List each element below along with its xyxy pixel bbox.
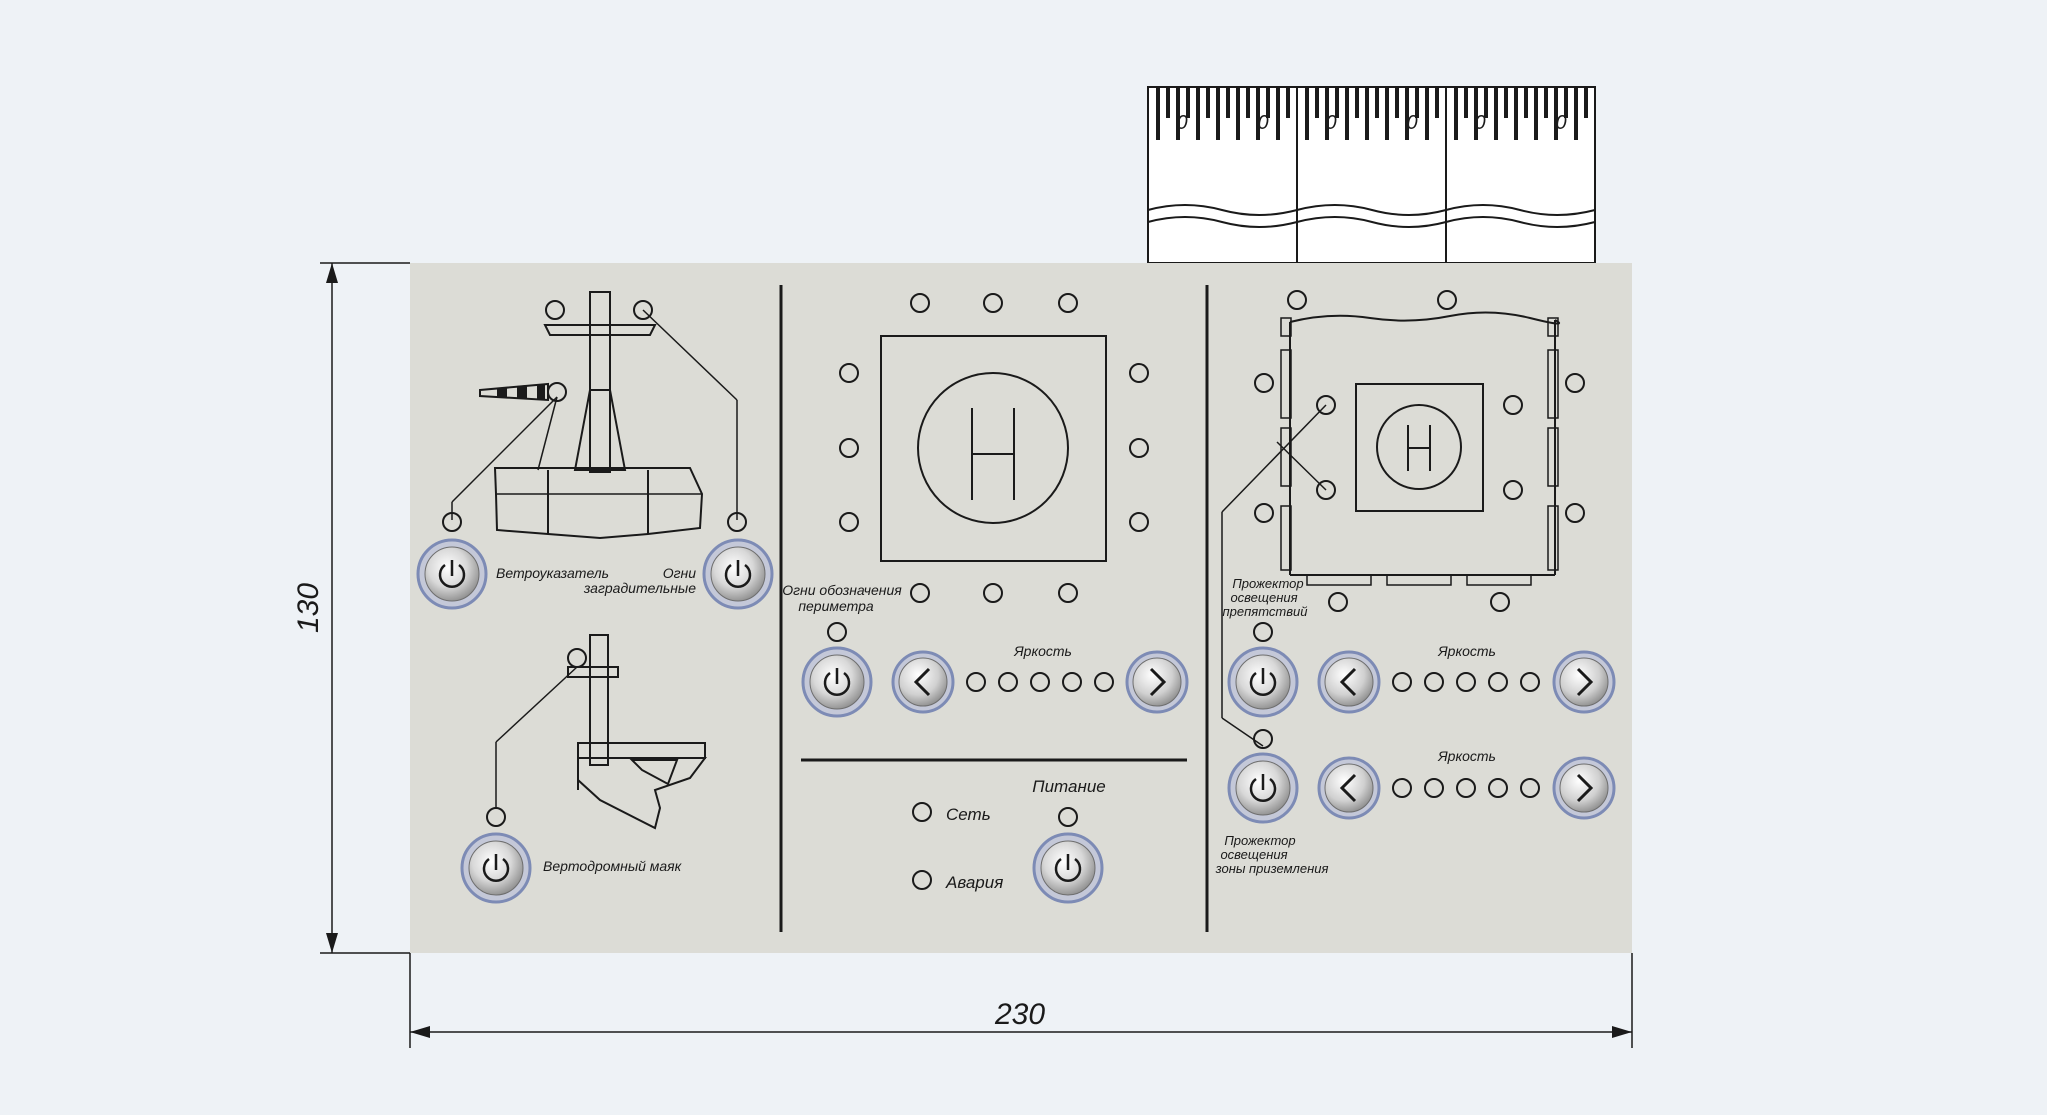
windsock-label: Ветроуказатель — [496, 565, 609, 581]
counter-digit: 0 — [1325, 112, 1336, 134]
perimeter-lights-label: Огни обозначения — [782, 582, 902, 598]
counter-digit: 0 — [1474, 112, 1485, 134]
perimeter-lights-label: периметра — [798, 598, 874, 614]
width-dimension: 230 — [994, 998, 1045, 1031]
alarm-label: Авария — [945, 873, 1003, 892]
obstacle-projector-label: препятствий — [1223, 604, 1308, 619]
power-indicator — [1058, 807, 1078, 827]
landing-projector-indicator — [1253, 729, 1273, 749]
windsock-mast-illustration — [451, 291, 738, 540]
obstacle-lights-indicator — [727, 512, 747, 532]
obstacle-light-indicator — [633, 300, 653, 320]
perimeter-brightness-up-button[interactable] — [1125, 650, 1189, 714]
counter-digit: 0 — [1257, 112, 1268, 134]
obstacle-brightness-scale — [1392, 672, 1540, 692]
landing-projector-knob[interactable] — [1227, 752, 1299, 824]
perimeter-lights — [839, 293, 1149, 603]
network-label: Сеть — [946, 805, 991, 824]
power-label: Питание — [1032, 777, 1105, 796]
counter-digit: 0 — [1176, 112, 1187, 134]
obstacle-light-indicator — [545, 300, 565, 320]
alarm-indicator — [912, 870, 932, 890]
dimension-lines — [320, 262, 1633, 1048]
beacon-indicator — [486, 807, 506, 827]
landing-brightness-up-button[interactable] — [1552, 756, 1616, 820]
helipad-diagram — [880, 335, 1107, 562]
obstacle-projector-label: Прожектор — [1232, 576, 1303, 591]
beacon-label: Вертодромный маяк — [543, 858, 683, 874]
panel-face — [410, 263, 1632, 953]
landing-brightness-scale — [1392, 778, 1540, 798]
beacon-power-knob[interactable] — [460, 832, 532, 904]
counter-digit: 0 — [1555, 112, 1566, 134]
obstacle-brightness-down-button[interactable] — [1317, 650, 1381, 714]
landing-brightness-label: Яркость — [1437, 748, 1496, 764]
obstacle-lights-power-knob[interactable] — [702, 538, 774, 610]
platform-lights — [1254, 290, 1585, 612]
perimeter-indicator — [827, 622, 847, 642]
counter-digit: 0 — [1406, 112, 1417, 134]
mechanical-counter: 0 0 0 0 0 0 — [1147, 86, 1596, 264]
obstacle-projector-label: освещения — [1230, 590, 1297, 605]
landing-projector-label: зоны приземления — [1215, 861, 1329, 876]
windsock-power-knob[interactable] — [416, 538, 488, 610]
obstacle-brightness-label: Яркость — [1437, 643, 1496, 659]
beacon-light-indicator — [567, 648, 587, 668]
obstacle-lights-label: заградительные — [583, 580, 696, 596]
obstacle-projector-knob[interactable] — [1227, 646, 1299, 718]
network-indicator — [912, 802, 932, 822]
obstacle-projector-indicator — [1253, 622, 1273, 642]
helipad-platform-diagram — [1221, 311, 1561, 747]
perimeter-power-knob[interactable] — [801, 646, 873, 718]
windsock-light-indicator — [547, 382, 567, 402]
perimeter-brightness-down-button[interactable] — [891, 650, 955, 714]
obstacle-brightness-up-button[interactable] — [1552, 650, 1616, 714]
perimeter-brightness-label: Яркость — [1013, 643, 1072, 659]
heliport-beacon-illustration — [495, 634, 707, 830]
perimeter-brightness-scale — [966, 672, 1114, 692]
landing-projector-label: Прожектор — [1224, 833, 1295, 848]
landing-projector-label: освещения — [1220, 847, 1287, 862]
height-dimension: 130 — [292, 583, 325, 633]
landing-brightness-down-button[interactable] — [1317, 756, 1381, 820]
windsock-indicator — [442, 512, 462, 532]
obstacle-lights-label: Огни — [663, 565, 696, 581]
main-power-knob[interactable] — [1032, 832, 1104, 904]
